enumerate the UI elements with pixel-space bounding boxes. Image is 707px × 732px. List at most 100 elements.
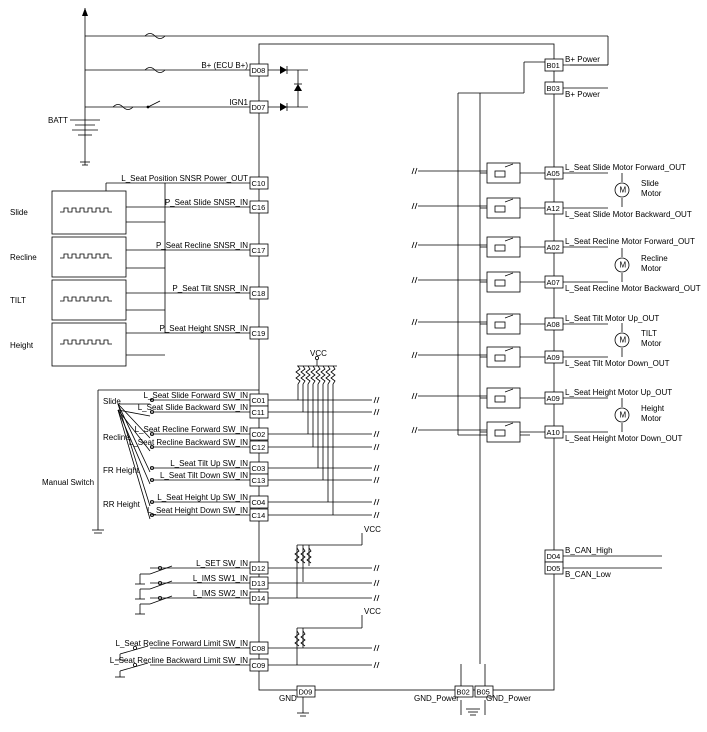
pin-box xyxy=(296,685,316,698)
motor-name: Slide xyxy=(641,179,659,188)
pin-id-c14: C14 xyxy=(252,511,266,520)
fuse-icon xyxy=(144,33,166,39)
resistor-icon xyxy=(315,365,321,385)
resistor-icon xyxy=(320,365,326,385)
motor-icon xyxy=(614,407,630,423)
relay-contact-icon xyxy=(504,198,514,203)
wire-break-icon xyxy=(411,318,418,326)
pin-id-d07: D07 xyxy=(252,103,266,112)
relay-coil-icon xyxy=(494,354,506,362)
pin-label: L_Seat Tilt Down SW_IN xyxy=(160,471,248,480)
vcc-label-2: VCC xyxy=(364,525,381,534)
pin-id-c16: C16 xyxy=(252,203,266,212)
relay-coil-icon xyxy=(494,429,506,437)
relay-body xyxy=(486,421,521,443)
pin-label: L_Seat Position SNSR Power_OUT xyxy=(121,174,248,183)
wire-break-icon xyxy=(411,351,418,359)
switch-contact-icon xyxy=(157,581,162,586)
relay-coil-icon xyxy=(494,321,506,329)
motor-icon xyxy=(614,182,630,198)
switch-group-fr-height: FR Height xyxy=(103,466,140,475)
resistor-icon xyxy=(300,365,306,385)
pin-id-c01: C01 xyxy=(252,396,266,405)
row-label-recline: Recline xyxy=(10,253,37,262)
switch-lever-icon xyxy=(117,409,151,452)
motor-name: Motor xyxy=(641,189,662,198)
vcc-label-1: VCC xyxy=(310,349,327,358)
pin-label: L_IMS SW1_IN xyxy=(193,574,248,583)
relay-contact-icon xyxy=(504,347,514,352)
pin-id-c12: C12 xyxy=(252,443,266,452)
resistor-icon xyxy=(306,547,312,564)
wire-break-icon xyxy=(373,443,380,451)
fuse-icon xyxy=(144,67,166,73)
motor-glyph: M xyxy=(620,411,627,420)
pin-label: B+ (ECU B+) xyxy=(201,61,248,70)
relay-coil-icon xyxy=(494,395,506,403)
wire-break-icon xyxy=(411,426,418,434)
row-label-height: Height xyxy=(10,341,34,350)
ground-symbols xyxy=(297,664,486,717)
relay-coil-icon xyxy=(494,244,506,252)
pin-id-c08: C08 xyxy=(252,644,266,653)
pin-id-c13: C13 xyxy=(252,476,266,485)
pin-label: L_Seat Recline Motor Backward_OUT xyxy=(565,284,701,293)
pin-id-d08: D08 xyxy=(252,66,266,75)
wire-break-icon xyxy=(411,276,418,284)
wire-break-icon xyxy=(373,464,380,472)
pin-label: L_Seat Height Motor Up_OUT xyxy=(565,388,672,397)
wire-break-icon xyxy=(411,202,418,210)
pin-id-a02: A02 xyxy=(547,243,560,252)
relay-contact-icon xyxy=(504,237,514,242)
switch-contact-icon xyxy=(149,499,154,504)
row-label-slide: Slide xyxy=(10,208,28,217)
pin-id-a05: A05 xyxy=(547,169,560,178)
resistor-icon xyxy=(300,630,306,647)
pin-box xyxy=(249,286,269,300)
pin-box xyxy=(249,243,269,257)
pin-id-b03: B03 xyxy=(547,84,560,93)
switch-lever-icon xyxy=(149,565,173,575)
switch-lever-icon xyxy=(117,403,151,439)
pin-label: L_Seat Recline Backward SW_IN xyxy=(129,438,248,447)
pin-id-d09: D09 xyxy=(299,688,313,697)
pin-box xyxy=(454,685,474,698)
wire-break-icon xyxy=(373,511,380,519)
resistor-icon xyxy=(294,547,300,564)
pin-label: B+ Power xyxy=(565,90,600,99)
pin-id-a09: A09 xyxy=(547,353,560,362)
pin-label: L_Seat Recline Backward Limit SW_IN xyxy=(110,656,249,665)
pin-label: L_Seat Tilt Motor Down_OUT xyxy=(565,359,670,368)
switch-lever-icon xyxy=(117,409,151,417)
relay-coil-icon xyxy=(494,279,506,287)
wire-break-icon xyxy=(373,661,380,669)
fuse-icon xyxy=(112,104,134,110)
pin-id-a08: A08 xyxy=(547,320,560,329)
switch-contact-icon xyxy=(149,477,154,482)
relay-group xyxy=(411,162,521,443)
wire-break-icon xyxy=(411,241,418,249)
pin-label: L_Seat Slide Forward SW_IN xyxy=(144,391,249,400)
motor-name: Motor xyxy=(641,264,662,273)
motor-glyph: M xyxy=(620,261,627,270)
pin-label: B_CAN_Low xyxy=(565,570,611,579)
vcc-pullup-network-2 xyxy=(296,533,363,665)
row-label-tilt: TILT xyxy=(10,296,26,305)
resistor-icon xyxy=(294,630,300,647)
switch-lever-icon xyxy=(119,662,149,672)
relay-contact-icon xyxy=(504,272,514,277)
pin-label: L_Seat Recline Forward SW_IN xyxy=(135,425,249,434)
pin-box xyxy=(249,200,269,214)
motor-name: Motor xyxy=(641,414,662,423)
ign-switch-icon xyxy=(147,100,161,108)
relay-contact-icon xyxy=(504,314,514,319)
pin-id-c19: C19 xyxy=(252,329,266,338)
switch-lever-icon xyxy=(119,645,149,655)
pin-id-d13: D13 xyxy=(252,579,266,588)
manual-switch-cluster xyxy=(92,389,259,534)
vcc-pullup-network xyxy=(297,355,337,367)
relay-coil-icon xyxy=(494,205,506,213)
